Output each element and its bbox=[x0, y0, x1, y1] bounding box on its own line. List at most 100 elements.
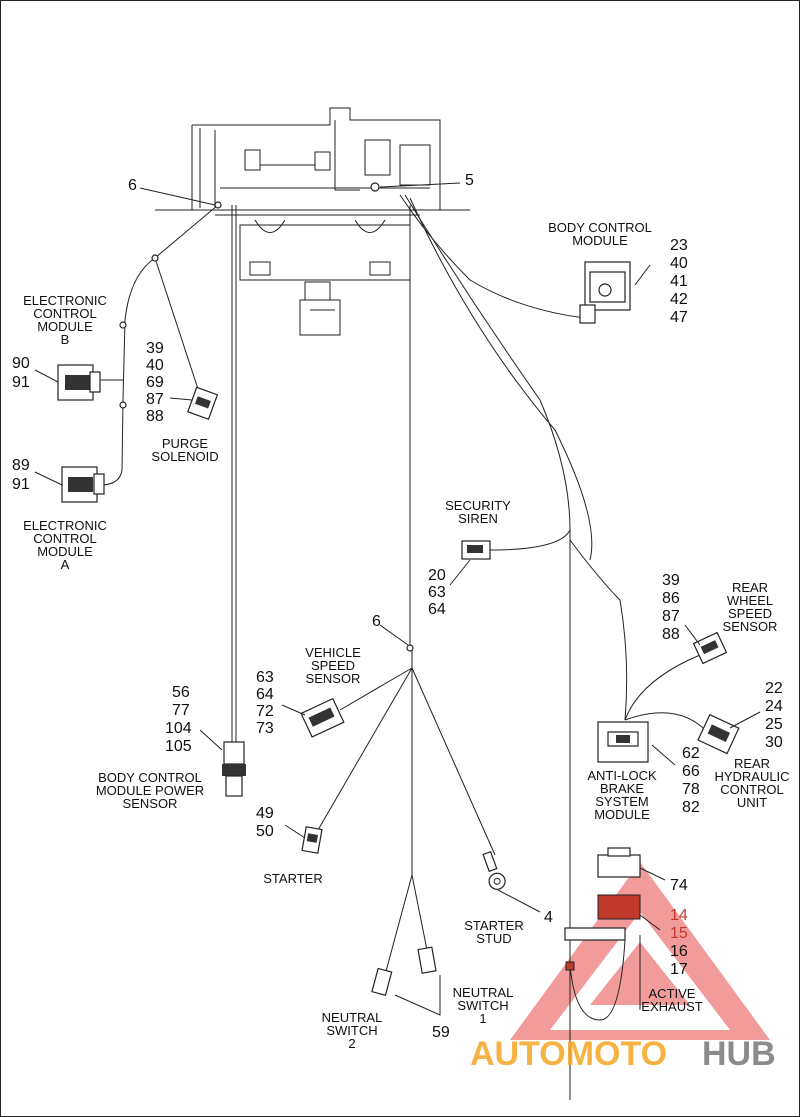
label-vss-3: SENSOR bbox=[306, 671, 361, 686]
callout-numbers: 6 5 6 4 59 74 90 91 89 91 39 40 69 87 88… bbox=[12, 172, 783, 1041]
label-rwss-4: SENSOR bbox=[723, 619, 778, 634]
ecm-b-connector bbox=[57, 364, 101, 401]
callout-siren-2: 63 bbox=[428, 584, 446, 601]
label-rhcu-4: UNIT bbox=[737, 795, 767, 810]
watermark-text-b: HUB bbox=[702, 1035, 776, 1073]
label-stud-1: STARTER bbox=[464, 918, 523, 933]
callout-bcmps-1: 56 bbox=[172, 684, 190, 701]
label-vss-2: SPEED bbox=[311, 658, 355, 673]
label-ns2-1: NEUTRAL bbox=[322, 1010, 383, 1025]
label-siren-1: SECURITY bbox=[445, 498, 511, 513]
callout-6-mid: 6 bbox=[372, 613, 381, 630]
callout-5: 5 bbox=[465, 172, 474, 189]
security-siren-connector bbox=[461, 540, 491, 560]
starter-stud-terminal bbox=[482, 850, 506, 890]
label-purge-2: SOLENOID bbox=[151, 449, 218, 464]
callout-bcm-2: 40 bbox=[670, 255, 688, 272]
callout-abs-4: 82 bbox=[682, 799, 700, 816]
label-purge-1: PURGE bbox=[162, 436, 209, 451]
callout-bcm-5: 47 bbox=[670, 309, 688, 326]
label-siren-2: SIREN bbox=[458, 511, 498, 526]
label-bcm-1: BODY CONTROL bbox=[548, 220, 652, 235]
label-bcmps-2: MODULE POWER bbox=[96, 783, 204, 798]
callout-rhcu-2: 24 bbox=[765, 698, 783, 715]
callout-rwss-2: 86 bbox=[662, 590, 680, 607]
label-ae-1: ACTIVE bbox=[649, 986, 696, 1001]
label-ecm-a-1: ELECTRONIC bbox=[23, 518, 107, 533]
ecm-a-connector bbox=[61, 466, 105, 503]
callout-rwss-4: 88 bbox=[662, 626, 680, 643]
label-ecm-b-1: ELECTRONIC bbox=[23, 293, 107, 308]
leader-lines bbox=[34, 182, 761, 1016]
label-bcm-2: MODULE bbox=[572, 233, 628, 248]
bcm-power-sensor-connector bbox=[222, 741, 246, 797]
callout-abs-1: 62 bbox=[682, 745, 700, 762]
label-ns1-3: 1 bbox=[479, 1011, 486, 1026]
callout-74: 74 bbox=[670, 877, 688, 894]
callout-rwss-1: 39 bbox=[662, 572, 680, 589]
callout-ecmb-1: 90 bbox=[12, 355, 30, 372]
callout-rhcu-1: 22 bbox=[765, 680, 783, 697]
label-rwss-2: WHEEL bbox=[727, 593, 773, 608]
label-rwss-1: REAR bbox=[732, 580, 768, 595]
callout-ae-3: 16 bbox=[670, 943, 688, 960]
callout-purge-2: 40 bbox=[146, 357, 164, 374]
neutral-switch-1-terminal bbox=[417, 946, 437, 974]
label-rhcu-1: REAR bbox=[734, 756, 770, 771]
callout-ae-1: 14 bbox=[670, 907, 688, 924]
label-rhcu-2: HYDRAULIC bbox=[714, 769, 789, 784]
callout-vss-1: 63 bbox=[256, 669, 274, 686]
callout-siren-3: 64 bbox=[428, 601, 446, 618]
callout-starter-1: 49 bbox=[256, 805, 274, 822]
watermark-text-a: AUTOMOTO bbox=[470, 1035, 667, 1073]
label-abs-4: MODULE bbox=[594, 807, 650, 822]
callout-bcmps-4: 105 bbox=[165, 738, 192, 755]
callout-6-top: 6 bbox=[128, 177, 137, 194]
watermark-text: AUTOMOTO HUB bbox=[470, 1035, 776, 1073]
callout-siren-1: 20 bbox=[428, 567, 446, 584]
vehicle-speed-sensor-connector bbox=[300, 697, 345, 738]
callout-vss-3: 72 bbox=[256, 703, 274, 720]
callout-59: 59 bbox=[432, 1024, 450, 1041]
callout-purge-4: 87 bbox=[146, 391, 164, 408]
callout-ae-4: 17 bbox=[670, 961, 688, 978]
label-bcmps-1: BODY CONTROL bbox=[98, 770, 202, 785]
callout-ecma-2: 91 bbox=[12, 476, 30, 493]
callout-rhcu-4: 30 bbox=[765, 734, 783, 751]
label-stud-2: STUD bbox=[476, 931, 511, 946]
callout-purge-5: 88 bbox=[146, 408, 164, 425]
label-ns1-2: SWITCH bbox=[457, 998, 508, 1013]
starter-connector bbox=[301, 826, 323, 854]
callout-bcmps-3: 104 bbox=[165, 720, 192, 737]
callout-purge-3: 69 bbox=[146, 374, 164, 391]
label-abs-1: ANTI-LOCK bbox=[587, 768, 657, 783]
label-ecm-b-4: B bbox=[61, 332, 70, 347]
callout-rhcu-3: 25 bbox=[765, 716, 783, 733]
label-rwss-3: SPEED bbox=[728, 606, 772, 621]
active-exhaust-connector bbox=[564, 847, 641, 971]
callout-ae-2: 15 bbox=[670, 925, 688, 942]
label-rhcu-3: CONTROL bbox=[720, 782, 784, 797]
callout-vss-2: 64 bbox=[256, 686, 274, 703]
rhcu-connector bbox=[697, 713, 740, 755]
harness-wires bbox=[99, 194, 711, 1100]
callout-abs-3: 78 bbox=[682, 781, 700, 798]
label-ns1-1: NEUTRAL bbox=[453, 985, 514, 1000]
callout-bcmps-2: 77 bbox=[172, 702, 190, 719]
label-abs-3: SYSTEM bbox=[595, 794, 648, 809]
label-ecm-b-2: CONTROL bbox=[33, 306, 97, 321]
callout-vss-4: 73 bbox=[256, 720, 274, 737]
callout-bcm-1: 23 bbox=[670, 237, 688, 254]
callout-bcm-4: 42 bbox=[670, 291, 688, 308]
abs-module-connector bbox=[597, 721, 649, 763]
label-bcmps-3: SENSOR bbox=[123, 796, 178, 811]
label-abs-2: BRAKE bbox=[600, 781, 644, 796]
label-ns2-3: 2 bbox=[348, 1036, 355, 1051]
callout-purge-1: 39 bbox=[146, 340, 164, 357]
rear-wheel-speed-sensor-connector bbox=[692, 631, 728, 665]
label-ecm-a-2: CONTROL bbox=[33, 531, 97, 546]
callout-abs-2: 66 bbox=[682, 763, 700, 780]
body-control-module bbox=[579, 261, 651, 324]
callout-ecma-1: 89 bbox=[12, 457, 30, 474]
label-ecm-a-4: A bbox=[61, 557, 70, 572]
